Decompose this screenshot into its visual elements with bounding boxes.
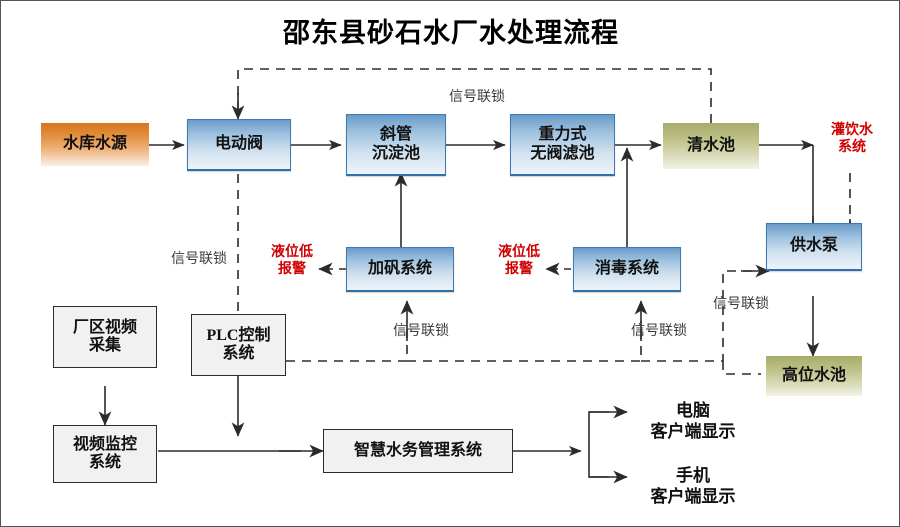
label-interlock-left: 信号联锁 — [171, 252, 227, 267]
node-pump-label: 供水泵 — [789, 237, 838, 255]
node-gravity-valveless-filter[interactable]: 重力式 无阀滤池 — [510, 114, 615, 176]
node-clear-water-tank[interactable]: 清水池 — [663, 123, 759, 169]
node-smart-water-label: 智慧水务管理系统 — [353, 441, 482, 459]
annotation-pc-client-display: 电脑 客户端显示 — [633, 400, 753, 443]
node-electric-valve[interactable]: 电动阀 — [187, 119, 291, 171]
node-water-supply-pump[interactable]: 供水泵 — [766, 223, 862, 271]
node-clear-water-tank-label: 清水池 — [686, 136, 735, 154]
node-electric-valve-label: 电动阀 — [214, 135, 263, 153]
alarm-disinfect-line2: 报警 — [505, 261, 533, 277]
annotation-alarm-disinfection: 液位低 报警 — [492, 245, 546, 279]
annotation-drinking-water-system: 灌饮水 系统 — [825, 123, 879, 157]
node-elevated-tank-label: 高位水池 — [781, 366, 846, 384]
node-video-monitor-line2: 系统 — [88, 454, 121, 471]
node-inclined-tube-settling-tank[interactable]: 斜管 沉淀池 — [346, 114, 446, 176]
alarm-disinfect-line1: 液位低 — [498, 245, 540, 260]
drinking-water-line1: 灌饮水 — [831, 123, 873, 138]
node-water-source[interactable]: 水库水源 — [41, 123, 149, 166]
label-interlock-pump: 信号联锁 — [713, 297, 769, 312]
node-smart-water-management-system[interactable]: 智慧水务管理系统 — [323, 429, 513, 473]
node-video-monitor-line1: 视频监控 — [72, 435, 137, 453]
node-video-monitoring-system[interactable]: 视频监控 系统 — [53, 425, 157, 483]
annotation-mobile-client-display: 手机 客户端显示 — [633, 465, 753, 508]
node-plc-line1: PLC控制 — [206, 326, 271, 344]
mobile-client-line2: 客户端显示 — [650, 487, 736, 507]
mobile-client-line1: 手机 — [676, 466, 710, 485]
alarm-alum-line1: 液位低 — [271, 245, 313, 260]
node-plc-line2: 系统 — [222, 345, 255, 362]
node-filter-line1: 重力式 — [538, 126, 587, 144]
pc-client-line1: 电脑 — [676, 401, 710, 420]
node-settling-line2: 沉淀池 — [371, 144, 420, 162]
node-filter-line2: 无阀滤池 — [530, 144, 595, 162]
page-title: 邵东县砂石水厂水处理流程 — [283, 18, 619, 48]
node-alum-label: 加矾系统 — [367, 259, 432, 277]
node-water-source-label: 水库水源 — [62, 135, 127, 153]
node-disinfection-label: 消毒系统 — [594, 259, 659, 277]
node-video-capture-line1: 厂区视频 — [72, 318, 137, 336]
node-plc-control-system[interactable]: PLC控制 系统 — [191, 314, 286, 376]
node-elevated-tank[interactable]: 高位水池 — [766, 356, 862, 396]
pc-client-line2: 客户端显示 — [650, 422, 736, 442]
annotation-alarm-alum: 液位低 报警 — [265, 245, 319, 279]
node-alum-dosing-system[interactable]: 加矾系统 — [346, 247, 454, 292]
node-video-capture-line2: 采集 — [88, 337, 121, 354]
drinking-water-line2: 系统 — [838, 139, 866, 155]
alarm-alum-line2: 报警 — [278, 261, 306, 277]
label-interlock-alum: 信号联锁 — [393, 324, 449, 339]
node-plant-video-capture[interactable]: 厂区视频 采集 — [53, 306, 157, 368]
label-interlock-top: 信号联锁 — [449, 90, 505, 105]
node-disinfection-system[interactable]: 消毒系统 — [573, 247, 681, 292]
node-settling-line1: 斜管 — [379, 126, 412, 144]
label-interlock-disinfection: 信号联锁 — [631, 324, 687, 339]
